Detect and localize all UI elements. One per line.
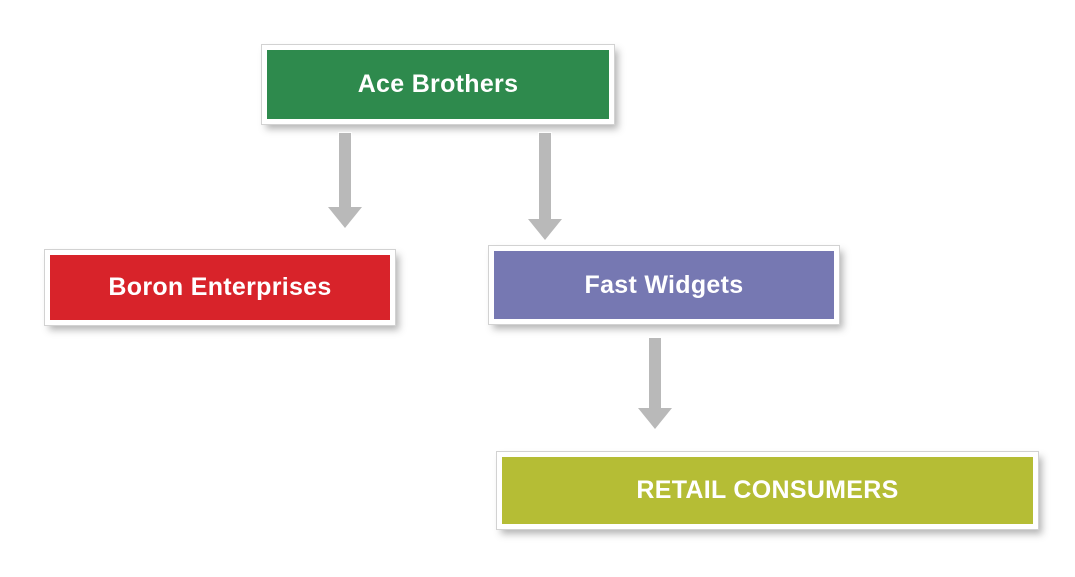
arrow-head <box>638 408 672 429</box>
arrow-head <box>328 207 362 228</box>
node-retail-consumers: RETAIL CONSUMERS <box>497 452 1038 529</box>
node-fast-widgets: Fast Widgets <box>489 246 839 324</box>
node-ace-brothers-label: Ace Brothers <box>357 70 519 98</box>
node-retail-consumers-label: RETAIL CONSUMERS <box>636 476 899 504</box>
arrow-shaft <box>339 133 351 207</box>
node-ace-brothers: Ace Brothers <box>262 45 614 124</box>
arrow-shaft <box>539 133 551 219</box>
arrow-ace-to-fast-icon <box>528 133 562 240</box>
arrow-ace-to-boron-icon <box>328 133 362 228</box>
arrow-shaft <box>649 338 661 408</box>
arrow-fast-to-retail-icon <box>638 338 672 429</box>
node-boron-enterprises: Boron Enterprises <box>45 250 395 325</box>
node-boron-enterprises-label: Boron Enterprises <box>108 273 332 301</box>
node-fast-widgets-label: Fast Widgets <box>584 270 744 299</box>
arrow-head <box>528 219 562 240</box>
